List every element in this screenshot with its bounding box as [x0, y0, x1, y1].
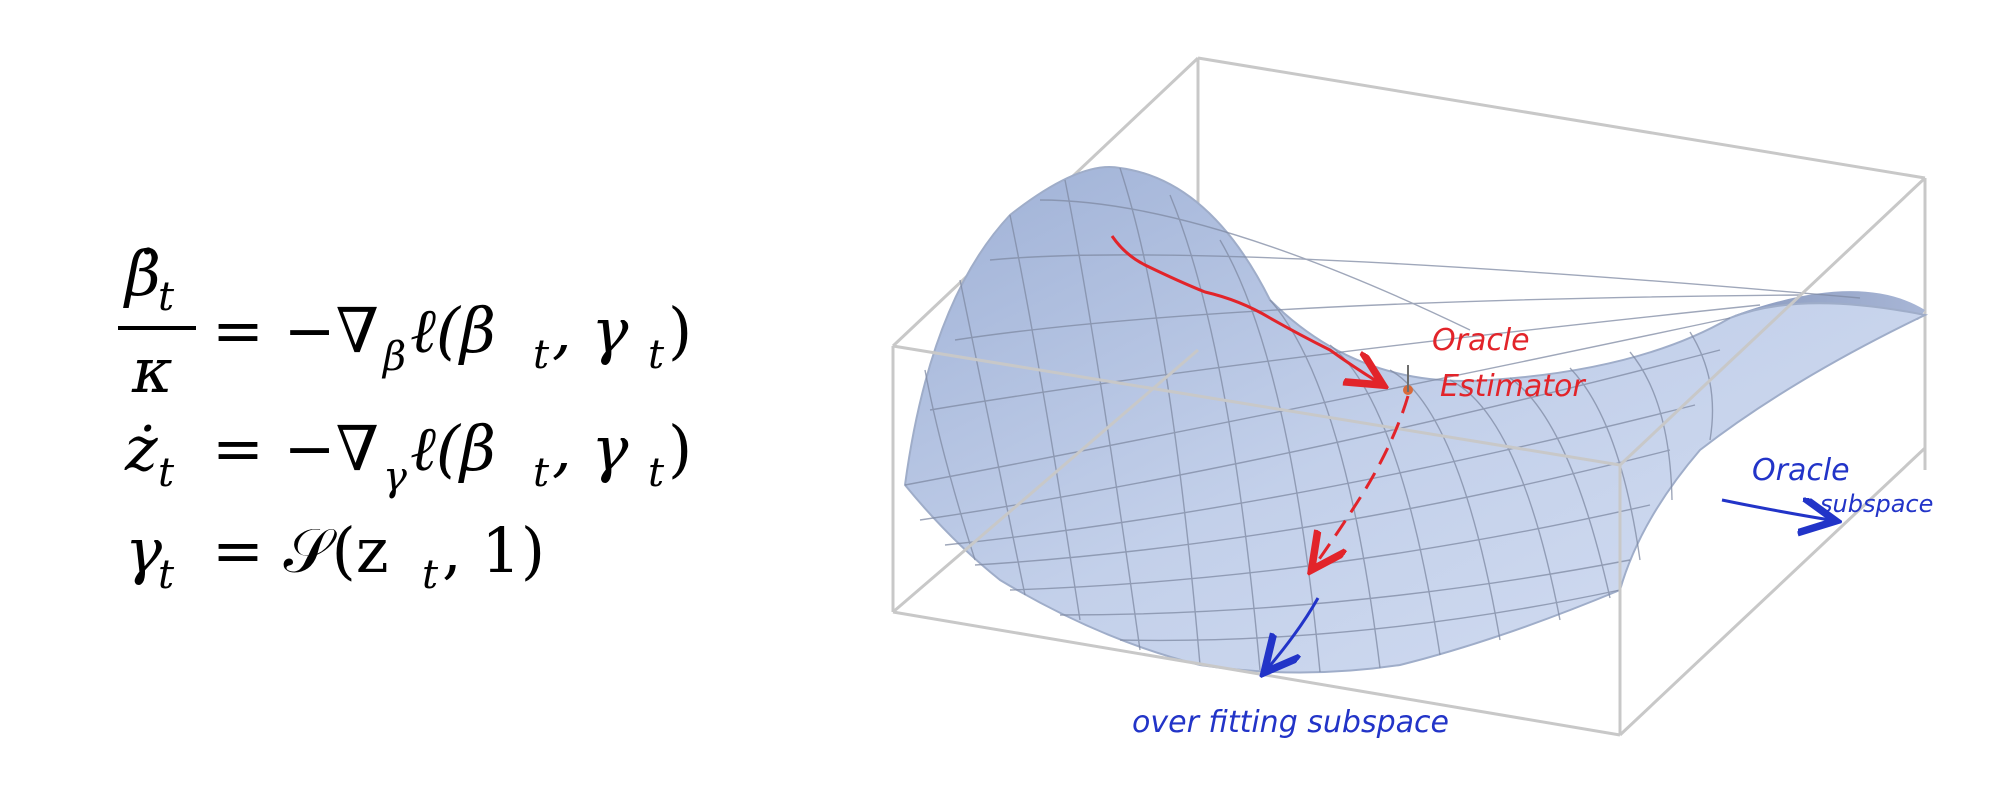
eq1-beta-sub: t: [533, 332, 550, 378]
eq2-lhs-sub: t: [158, 450, 175, 496]
blue-annotations: over fitting subspace Oracle subspace: [1132, 453, 1933, 740]
eq1-rhs-main: = −∇: [212, 294, 379, 367]
box-edge-back-top: [1197, 56, 1926, 180]
eq1-rhs-rest: ℓ(β: [410, 294, 496, 367]
equation-line-1: β̇ t κ = −∇ β ℓ(β t , γ t ): [118, 237, 692, 407]
eq1-close: ): [668, 294, 692, 367]
box-edge-right-bottom: [1618, 446, 1927, 737]
eq2-beta-sub: t: [533, 450, 550, 496]
red-annotations: Oracle Estimator: [1110, 235, 1586, 565]
equation-line-2: ż t = −∇ γ ℓ(β t , γ t ): [124, 412, 692, 500]
eq3-lhs: γ: [125, 514, 163, 587]
eq2-rhs-main: = −∇: [212, 412, 379, 485]
red-descent-path: [1110, 235, 1378, 382]
oracle-subspace-label-2: subspace: [1820, 490, 1933, 518]
eq1-numerator-sub: t: [158, 274, 175, 320]
eq2-close: ): [668, 412, 692, 485]
oracle-subspace-arrow: [1721, 500, 1830, 520]
box-edge-front-top: [892, 344, 1621, 467]
eq1-numerator: β̇: [123, 237, 161, 310]
eq1-grad-sub: β: [381, 334, 406, 380]
equation-block: β̇ t κ = −∇ β ℓ(β t , γ t ) ż t = −∇ γ ℓ…: [118, 237, 692, 598]
oracle-estimator-label-2: Estimator: [1440, 369, 1586, 404]
eq1-comma: , γ: [552, 294, 629, 367]
saddle-surface: [903, 166, 1929, 674]
overfitting-arrow: [1268, 597, 1320, 668]
eq3-lhs-sub: t: [158, 552, 175, 598]
surface-mesh: [904, 167, 1861, 673]
eq3-z-sub: t: [422, 552, 439, 598]
overfitting-subspace-label: over fitting subspace: [1132, 705, 1449, 740]
eq2-grad-sub: γ: [383, 454, 407, 500]
oracle-estimator-label-1: Oracle: [1432, 323, 1530, 358]
box-edge-left-bottom: [892, 348, 1199, 614]
eq1-gamma-sub: t: [648, 332, 665, 378]
eq2-comma: , γ: [552, 412, 629, 485]
box-edge-front-bottom: [892, 610, 1621, 737]
box-edge-right-top: [1618, 176, 1927, 467]
eq2-gamma-sub: t: [648, 450, 665, 496]
eq1-denominator: κ: [131, 334, 173, 407]
eq2-rhs-rest: ℓ(β: [410, 412, 496, 485]
eq3-close: , 1): [442, 514, 545, 587]
eq2-lhs: ż: [124, 412, 158, 485]
equation-line-3: γ t = 𝒮(z t , 1): [125, 514, 545, 598]
surface-body: [903, 166, 1929, 674]
bounding-box-front: [891, 176, 1927, 737]
eq3-rhs-main: = 𝒮(z: [212, 514, 389, 587]
oracle-subspace-label-1: Oracle: [1752, 453, 1850, 488]
